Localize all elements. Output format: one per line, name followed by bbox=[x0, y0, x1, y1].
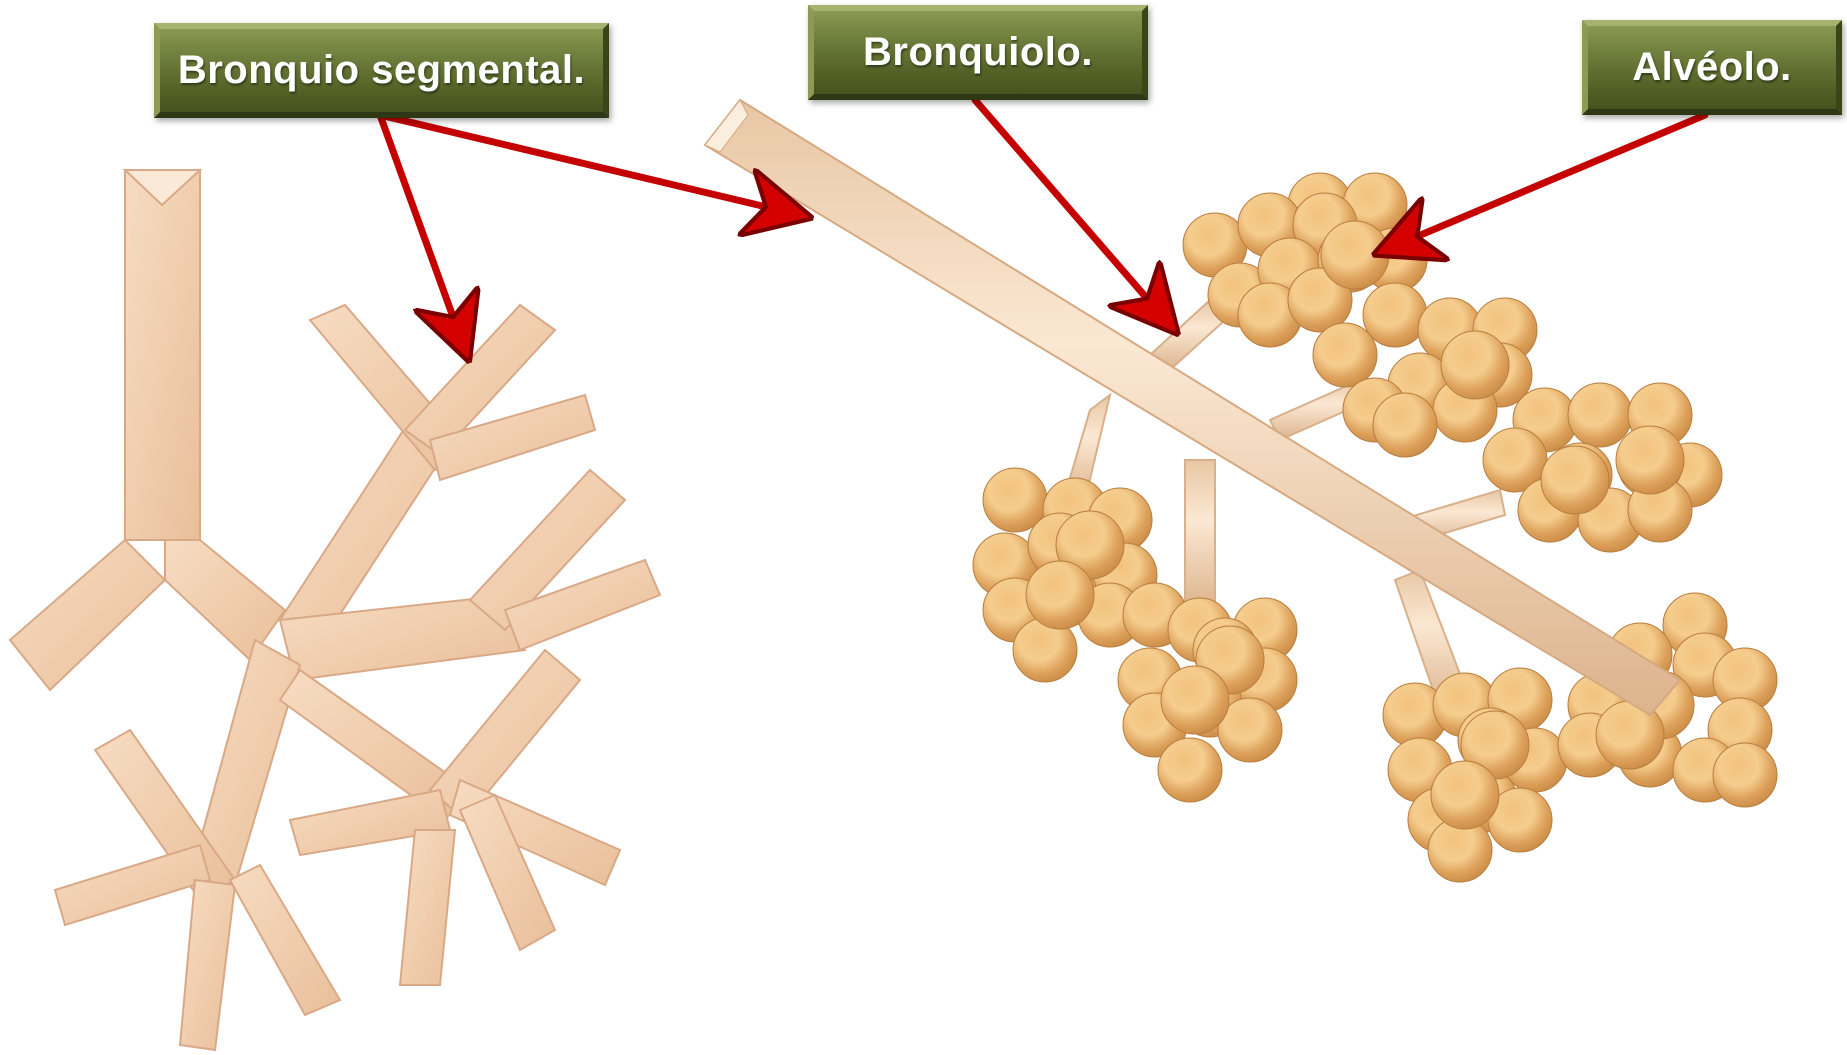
alveolus-cluster bbox=[1383, 668, 1567, 882]
bronchus-branch bbox=[430, 650, 580, 820]
bronchus-branch bbox=[180, 880, 235, 1050]
alveolus bbox=[1363, 283, 1427, 347]
arrow-to-alveolus bbox=[1385, 115, 1705, 250]
alveolus bbox=[1158, 738, 1222, 802]
label-bronchiole: Bronquiolo. bbox=[808, 5, 1148, 100]
bronchiole-alveoli-structure bbox=[705, 100, 1777, 882]
alveolus bbox=[1321, 221, 1389, 289]
label-bronchiole-text: Bronquiolo. bbox=[863, 30, 1093, 75]
segmental-bronchus-tree bbox=[10, 170, 660, 1050]
arrow-to-bronchus bbox=[380, 115, 465, 350]
alveolus-cluster bbox=[973, 468, 1157, 682]
alveolus bbox=[1373, 393, 1437, 457]
alveolus-cluster bbox=[1118, 583, 1297, 802]
alveolus bbox=[1313, 323, 1377, 387]
alveolus bbox=[1616, 426, 1684, 494]
bronchus-trunk bbox=[125, 170, 200, 540]
alveolus bbox=[1026, 561, 1094, 629]
alveolus bbox=[1568, 383, 1632, 447]
label-alveolus: Alvéolo. bbox=[1582, 20, 1842, 115]
alveolus bbox=[1541, 446, 1609, 514]
bronchus-branch bbox=[55, 845, 210, 925]
label-segmental-bronchus: Bronquio segmental. bbox=[154, 23, 609, 118]
alveolus-cluster bbox=[1483, 383, 1722, 552]
alveolus bbox=[1161, 666, 1229, 734]
label-segmental-text: Bronquio segmental. bbox=[178, 48, 585, 93]
bronchus-branch bbox=[400, 830, 455, 985]
alveolus bbox=[1431, 761, 1499, 829]
bronchus-branch bbox=[230, 865, 340, 1015]
alveolus bbox=[1441, 331, 1509, 399]
label-alveolus-text: Alvéolo. bbox=[1632, 45, 1792, 90]
bronchus-branch bbox=[165, 540, 285, 660]
alveolus bbox=[1713, 743, 1777, 807]
bronchus-branch bbox=[10, 540, 165, 690]
alveolar-duct bbox=[1185, 460, 1215, 610]
